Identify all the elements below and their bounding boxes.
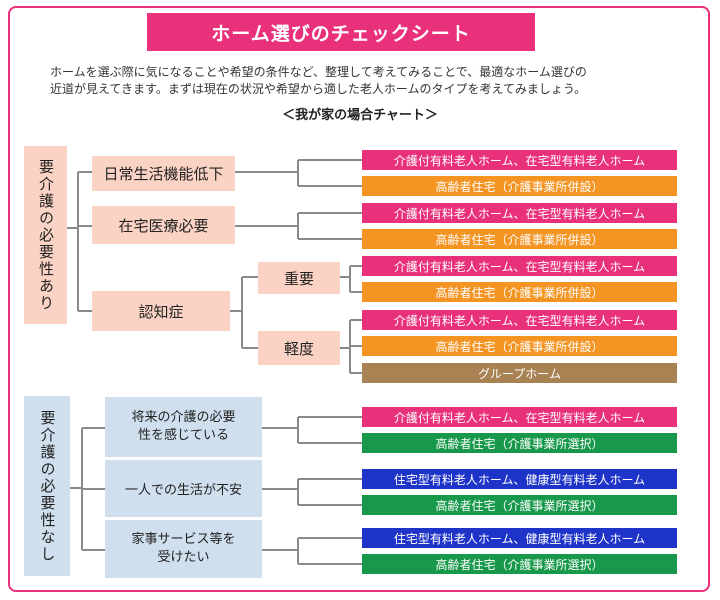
result-box: 高齢者住宅（介護事業所併設） bbox=[362, 336, 677, 356]
node-future-care-line-2: 性を感じている bbox=[137, 428, 229, 443]
result-box: 介護付有料老人ホーム、在宅型有料老人ホーム bbox=[362, 203, 677, 223]
result-box: 介護付有料老人ホーム、在宅型有料老人ホーム bbox=[362, 407, 677, 427]
group-needs-care-label: 要介護の必要性あり bbox=[24, 146, 67, 324]
node-housework-line-1: 家事サービス等を bbox=[131, 532, 236, 547]
sheet-frame bbox=[8, 6, 710, 592]
node-future-care: 将来の介護の必要 性を感じている bbox=[105, 397, 262, 457]
result-box: 介護付有料老人ホーム、在宅型有料老人ホーム bbox=[362, 256, 677, 276]
result-box: 介護付有料老人ホーム、在宅型有料老人ホーム bbox=[362, 150, 677, 170]
result-box: 高齢者住宅（介護事業所併設） bbox=[362, 229, 677, 249]
result-box: 高齢者住宅（介護事業所選択） bbox=[362, 433, 677, 453]
intro-line-1: ホームを選ぶ際に気になることや希望の条件など、整理して考えてみることで、最適なホ… bbox=[50, 65, 587, 79]
node-dementia: 認知症 bbox=[92, 291, 230, 331]
node-housework: 家事サービス等を 受けたい bbox=[105, 520, 262, 578]
result-box: 住宅型有料老人ホーム、健康型有料老人ホーム bbox=[362, 469, 677, 489]
node-housework-line-2: 受けたい bbox=[157, 550, 210, 565]
result-box: グループホーム bbox=[362, 363, 677, 383]
node-future-care-line-1: 将来の介護の必要 bbox=[131, 410, 236, 425]
page-title: ホーム選びのチェックシート bbox=[147, 13, 535, 51]
result-box: 高齢者住宅（介護事業所併設） bbox=[362, 282, 677, 302]
result-box: 介護付有料老人ホーム、在宅型有料老人ホーム bbox=[362, 310, 677, 330]
chart-subtitle: ＜我が家の場合チャート＞ bbox=[282, 108, 438, 123]
intro-text: ホームを選ぶ際に気になることや希望の条件など、整理して考えてみることで、最適なホ… bbox=[50, 64, 690, 98]
group-no-care-label: 要介護の必要性なし bbox=[24, 396, 70, 576]
result-box: 住宅型有料老人ホーム、健康型有料老人ホーム bbox=[362, 528, 677, 548]
result-box: 高齢者住宅（介護事業所併設） bbox=[362, 176, 677, 196]
node-home-medical: 在宅医療必要 bbox=[92, 206, 235, 244]
result-box: 高齢者住宅（介護事業所選択） bbox=[362, 554, 677, 574]
node-daily-decline: 日常生活機能低下 bbox=[92, 156, 235, 191]
node-severe: 重要 bbox=[258, 262, 340, 294]
intro-line-2: 近道が見えてきます。まずは現在の状況や希望から適した老人ホームのタイプを考えてみ… bbox=[50, 82, 587, 96]
node-mild: 軽度 bbox=[258, 331, 340, 365]
node-living-alone: 一人での生活が不安 bbox=[105, 460, 262, 517]
result-box: 高齢者住宅（介護事業所選択） bbox=[362, 495, 677, 515]
